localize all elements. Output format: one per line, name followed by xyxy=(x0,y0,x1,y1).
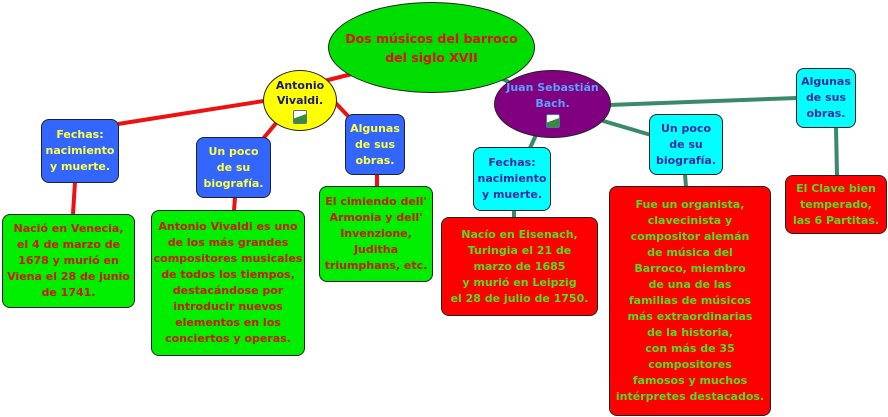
bach-obras-node[interactable]: Algunas de sus obras. xyxy=(796,68,856,128)
image-icon[interactable] xyxy=(545,114,560,128)
connector-vivaldi-fechas xyxy=(117,98,271,126)
connector-bach-fechas xyxy=(528,134,538,149)
detail-text: Nacío en Eisenach, Turingia el 21 de mar… xyxy=(450,227,589,305)
detail-text: Fue un organista, clavecinista y composi… xyxy=(615,198,765,403)
vivaldi-biografia-detail[interactable]: Antonio Vivaldi es uno de los más grande… xyxy=(151,210,305,356)
detail-text: Nació en Venecia, el 4 de marzo de 1678 … xyxy=(7,222,130,299)
topic-label: Algunas de sus obras. xyxy=(350,121,400,167)
vivaldi-label: Antonio Vivaldi. xyxy=(275,78,325,107)
bach-fechas-detail[interactable]: Nacío en Eisenach, Turingia el 21 de mar… xyxy=(441,217,598,316)
topic-label: Un poco de su biografía. xyxy=(655,121,717,167)
connector-bach-obras xyxy=(607,96,798,107)
vivaldi-fechas-detail[interactable]: Nació en Venecia, el 4 de marzo de 1678 … xyxy=(2,214,135,308)
detail-text: El cimiendo dell' Armonia y dell' Invenz… xyxy=(324,195,428,272)
image-icon[interactable] xyxy=(293,109,307,124)
root-label: Dos músicos del barroco del siglo XVII xyxy=(345,30,518,65)
connector-fechas-detail xyxy=(71,181,77,215)
vivaldi-biografia-node[interactable]: Un poco de su biografía. xyxy=(196,137,271,198)
vivaldi-node[interactable]: Antonio Vivaldi. xyxy=(263,70,337,131)
detail-text: Antonio Vivaldi es uno de los más grande… xyxy=(153,220,303,345)
bach-biografia-detail[interactable]: Fue un organista, clavecinista y composi… xyxy=(609,186,771,416)
vivaldi-fechas-node[interactable]: Fechas: nacimiento y muerte. xyxy=(41,119,119,183)
bach-fechas-node[interactable]: Fechas: nacimiento y muerte. xyxy=(473,147,551,211)
topic-label: Fechas: nacimiento y muerte. xyxy=(45,128,115,173)
bach-connectors xyxy=(494,73,839,218)
bach-biografia-node[interactable]: Un poco de su biografía. xyxy=(649,114,723,175)
connector-biografia-detail xyxy=(683,173,688,188)
detail-text: El Clave bien temperado, las 6 Partitas. xyxy=(792,181,880,227)
connector-bach-biografia xyxy=(599,118,652,137)
bach-node[interactable]: Juan Sebastián Bach. xyxy=(494,70,611,138)
topic-label: Algunas de sus obras. xyxy=(801,75,851,120)
root-node[interactable]: Dos músicos del barroco del siglo XVII xyxy=(328,2,535,93)
bach-label: Juan Sebastián Bach. xyxy=(506,81,599,110)
connector-obras-detail xyxy=(834,126,839,177)
vivaldi-obras-node[interactable]: Algunas de sus obras. xyxy=(345,114,405,175)
bach-obras-detail[interactable]: El Clave bien temperado, las 6 Partitas. xyxy=(785,175,887,234)
connector-biografia-detail xyxy=(232,196,237,212)
topic-label: Un poco de su biografía. xyxy=(203,144,264,190)
vivaldi-obras-detail[interactable]: El cimiendo dell' Armonia y dell' Invenz… xyxy=(319,186,433,282)
topic-label: Fechas: nacimiento y muerte. xyxy=(477,156,547,201)
